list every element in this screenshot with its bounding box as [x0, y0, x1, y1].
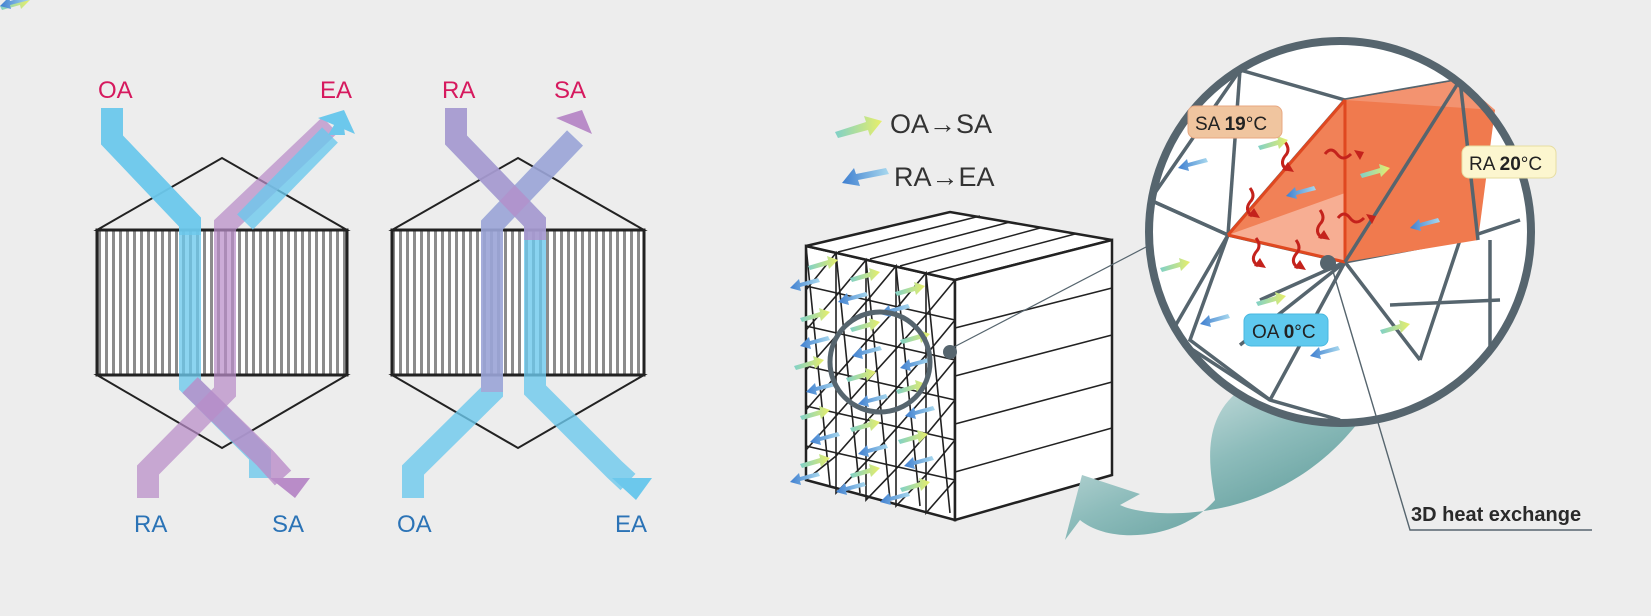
hot-face-top [1345, 80, 1495, 110]
block-zoom-pin [943, 345, 957, 359]
heat-flow-arrows [1245, 141, 1366, 270]
middle-label-ea: EA [615, 511, 647, 538]
left-exchanger: OA EA RA SA [93, 77, 355, 538]
legend-oa-sa-arrow-icon [835, 116, 882, 138]
zoom-circle [1145, 37, 1535, 427]
svg-text:SA 19°C: SA 19°C [1195, 114, 1267, 135]
mesh-edge-over [1343, 79, 1462, 263]
badge-oa-label: OA [1252, 322, 1284, 343]
legend-oa-sa-label: OA→SA [890, 109, 992, 139]
block-top-grooves [837, 215, 1076, 274]
zoom-circle-ring [1145, 37, 1535, 427]
middle-fin-core [390, 228, 646, 377]
middle-exchanger: RA SA OA EA [388, 77, 652, 538]
hot-face-inner [1228, 193, 1345, 262]
middle-ea-arrowhead [612, 478, 652, 500]
left-sa-arrowhead [270, 478, 310, 498]
zoom-leader-line-top [951, 245, 1149, 349]
left-label-oa: OA [98, 77, 133, 104]
middle-bottom-hood [388, 374, 648, 450]
badge-sa-label: SA [1195, 114, 1225, 135]
left-label-ea: EA [320, 77, 352, 104]
middle-label-oa: OA [397, 511, 432, 538]
badge-sa: SA 19°C [1187, 105, 1283, 139]
badge-oa: OA 0°C [1243, 313, 1329, 347]
badge-sa-value: 19 [1225, 114, 1246, 135]
left-label-sa: SA [272, 511, 304, 538]
legend-ra-ea-label: RA→EA [894, 162, 995, 192]
legend: OA→SA RA→EA [835, 109, 995, 192]
svg-text:OA 0°C: OA 0°C [1252, 322, 1316, 343]
callout-3d-heat-exchange: 3D heat exchange [1411, 504, 1581, 526]
svg-text:RA 20°C: RA 20°C [1469, 154, 1542, 175]
badge-sa-unit: °C [1246, 114, 1267, 135]
hot-face-right [1345, 80, 1495, 262]
block-flow-arrows [0, 0, 935, 505]
block-side-grooves [954, 287, 1113, 473]
block-zoom-ring [827, 309, 933, 415]
badge-ra-label: RA [1469, 154, 1500, 175]
zoom-pin [1320, 255, 1336, 271]
badge-oa-value: 0 [1284, 322, 1295, 343]
teal-zoom-arrow [1065, 390, 1380, 540]
left-label-ra: RA [134, 511, 167, 538]
badge-ra: RA 20°C [1461, 145, 1557, 179]
callout-leader-line [1331, 267, 1592, 531]
badge-ra-value: 20 [1500, 154, 1521, 175]
badge-oa-unit: °C [1294, 322, 1315, 343]
middle-sa-arrowhead [556, 110, 592, 134]
middle-label-sa: SA [554, 77, 586, 104]
legend-ra-ea-arrow-icon [842, 168, 889, 186]
heat-exchanger-block [804, 210, 1114, 522]
heat-flow-arrowheads [1248, 150, 1376, 270]
middle-ra-flow [445, 108, 546, 240]
middle-label-ra: RA [442, 77, 475, 104]
badge-ra-unit: °C [1521, 154, 1542, 175]
